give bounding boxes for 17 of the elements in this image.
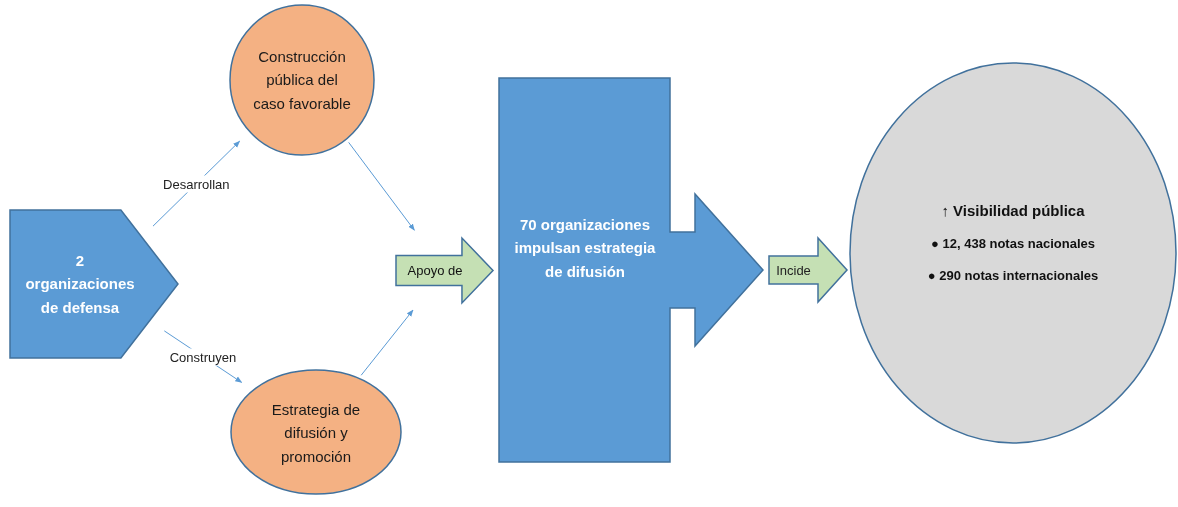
- node-text: ● 12, 438 notas nacionales: [931, 236, 1095, 252]
- block-arrow: [499, 78, 763, 462]
- node-label: Estrategia de difusión y promoción: [270, 400, 362, 467]
- node-text: ● 290 notas internacionales: [927, 268, 1099, 284]
- ellipse-node: [231, 370, 401, 494]
- arrow: [360, 309, 414, 376]
- arrow: [348, 141, 415, 231]
- circle-node: [850, 63, 1176, 443]
- edge-label: Construyen: [167, 348, 239, 366]
- node-text: ↑ Visibilidad pública: [941, 202, 1085, 221]
- ellipse-node: [230, 5, 374, 155]
- block-arrow: [396, 238, 493, 303]
- node-label: 2 organizaciones de defensa: [24, 251, 136, 318]
- node-label: Construcción pública del caso favorable: [252, 47, 352, 114]
- node-label: 70 organizaciones impulsan estrategia de difusión: [513, 215, 657, 282]
- node-label: Apoyo de: [407, 261, 463, 280]
- edge-label: Desarrollan: [161, 175, 232, 193]
